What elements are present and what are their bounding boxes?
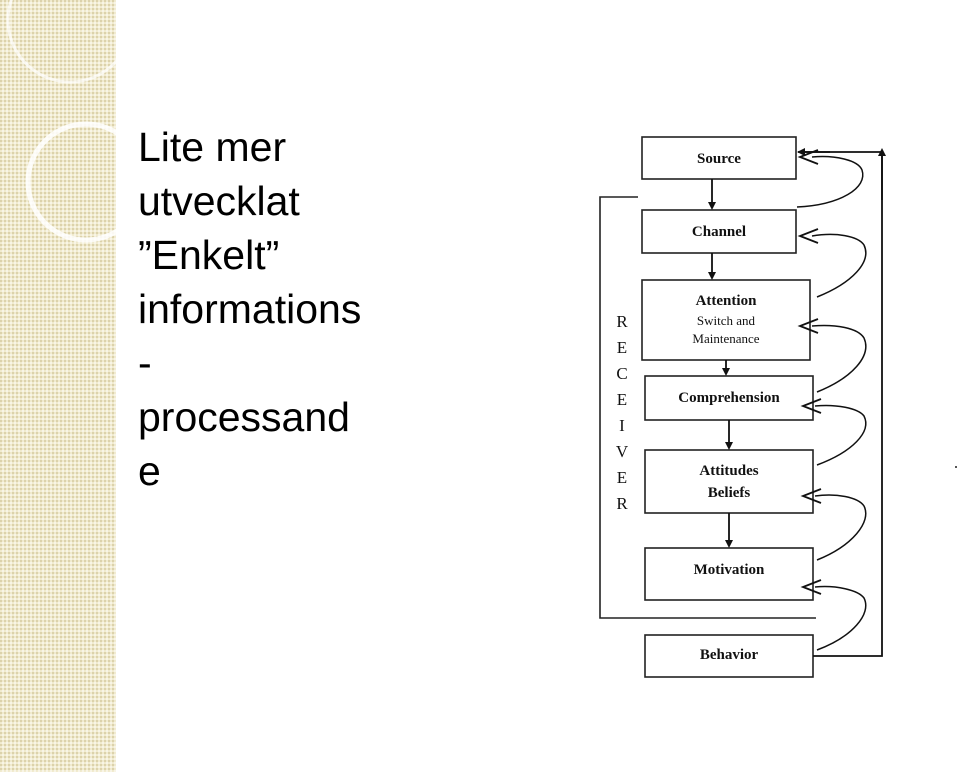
receiver-letter: C [616, 364, 627, 383]
stage-label: Channel [692, 224, 746, 240]
stage-sublabel: Maintenance [692, 331, 759, 346]
stage-source: Source [641, 136, 797, 180]
loop-arrow [811, 324, 867, 393]
stage-comprehension: Comprehension [644, 375, 814, 421]
loop-arrow [796, 155, 864, 208]
loop-arrow-head [800, 398, 822, 414]
loop-arrow-head [797, 318, 819, 334]
stage-label: Comprehension [678, 390, 780, 406]
receiver-letter: E [617, 468, 627, 487]
loop-arrow [814, 404, 867, 466]
loop-arrow [814, 585, 867, 651]
loop-arrow-head [800, 579, 822, 595]
title-line: e [138, 448, 161, 494]
slide-title: Lite mer utvecklat ”Enkelt” informations… [138, 120, 428, 498]
title-line: Lite mer [138, 124, 287, 170]
title-line: informations [138, 286, 362, 332]
stage-label: Attention [696, 293, 757, 309]
loop-arrow-head [797, 228, 819, 244]
loop-arrow-head [797, 149, 819, 165]
stage-label: Behavior [700, 647, 759, 663]
stage-attitudes-beliefs: Attitudes Beliefs [644, 449, 814, 514]
loop-arrow [814, 494, 867, 561]
stage-label: Source [697, 151, 741, 167]
receiver-letter: V [616, 442, 629, 461]
title-line: processand [138, 394, 350, 440]
title-line: ”Enkelt” [138, 232, 280, 278]
stray-mark [955, 466, 957, 468]
feedback-line [798, 151, 883, 657]
stage-label: Motivation [694, 562, 765, 578]
loop-arrow-head [800, 488, 822, 504]
receiver-letter: E [617, 338, 627, 357]
stage-sublabel: Switch and [697, 313, 756, 328]
title-line: utvecklat [138, 178, 300, 224]
receiver-letter: R [616, 494, 628, 513]
stage-motivation: Motivation [644, 547, 814, 601]
decorative-side-band [0, 0, 116, 772]
receiver-label: R E C E I V E R [616, 312, 629, 513]
loop-arrow [811, 233, 867, 298]
stage-label: Attitudes [699, 463, 758, 479]
stage-attention: Attention Switch and Maintenance [641, 279, 811, 361]
information-processing-diagram: R E C E I V E R Source Channel Attention… [599, 136, 886, 678]
stage-channel: Channel [641, 209, 797, 254]
receiver-letter: E [617, 390, 627, 409]
title-line: - [138, 340, 152, 386]
stage-behavior: Behavior [644, 634, 814, 678]
receiver-letter: I [619, 416, 625, 435]
stage-label: Beliefs [708, 485, 751, 501]
loop-arrows [796, 149, 867, 651]
receiver-frame [599, 196, 840, 619]
decorative-circles [6, 0, 116, 243]
receiver-letter: R [616, 312, 628, 331]
